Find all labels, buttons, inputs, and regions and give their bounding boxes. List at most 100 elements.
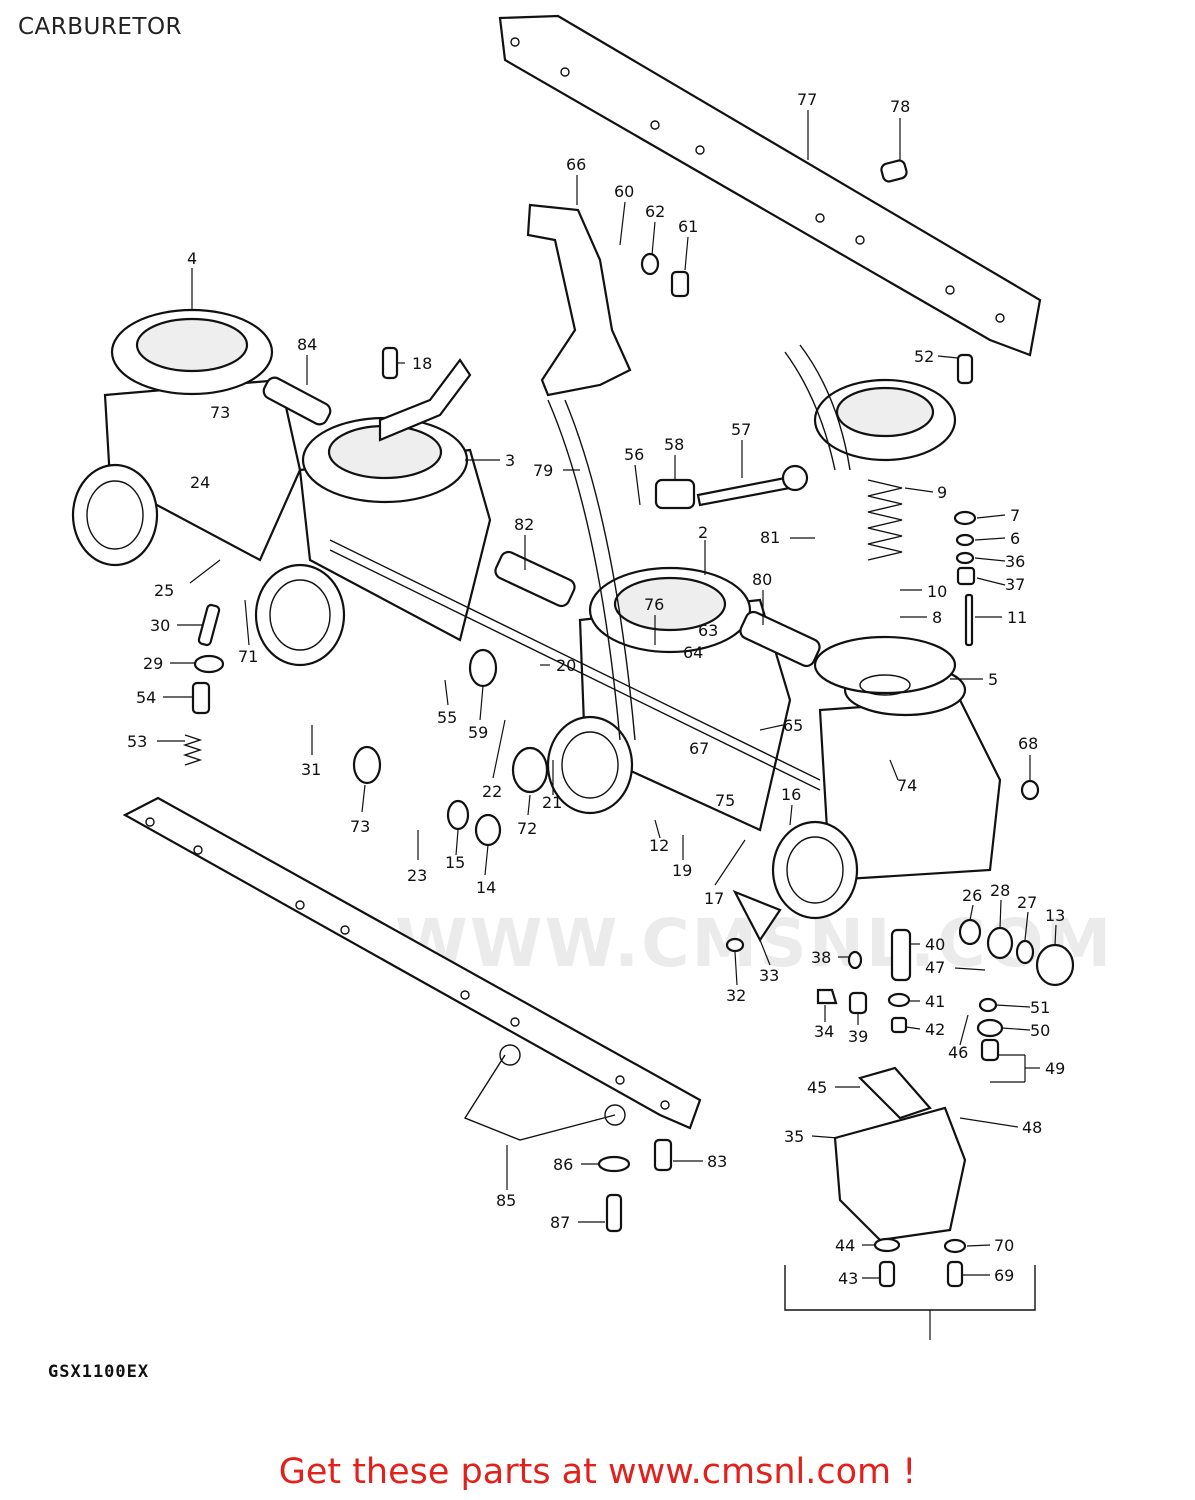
callout-label: 31: [301, 760, 321, 779]
callout-label: 16: [781, 785, 801, 804]
washer-41: [887, 992, 911, 1008]
washer-15: [446, 799, 470, 831]
callout-label: 43: [838, 1269, 858, 1288]
callout-label: 70: [994, 1236, 1014, 1255]
callout-label: 15: [445, 853, 465, 872]
top-plate: [498, 14, 1042, 357]
bracket-18: [378, 358, 472, 442]
callout-labels: 77 78 66 60 62 61 4 84 18 73 3 52 9 7 6 …: [127, 90, 1065, 1288]
washer-86: [597, 1155, 631, 1173]
carburetor-body-left: [71, 308, 302, 567]
carburetor-body-second: [254, 416, 492, 667]
o-ring-51: [978, 997, 998, 1013]
screw-87: [605, 1193, 623, 1233]
footer-link[interactable]: Get these parts at www.cmsnl.com !: [278, 1452, 917, 1492]
callout-label: 87: [550, 1213, 570, 1232]
carburetor-body-third: [546, 566, 792, 832]
callout-label: 30: [150, 616, 170, 635]
callout-label: 29: [143, 654, 163, 673]
page-title: CARBURETOR: [18, 14, 183, 40]
hose-84: [262, 376, 332, 426]
wire-85: [463, 1054, 616, 1141]
clip-6: [955, 533, 975, 547]
callout-label: 55: [437, 708, 457, 727]
screw-78: [880, 159, 908, 183]
callout-label: 61: [678, 217, 698, 236]
screw-52: [956, 353, 974, 385]
o-ring-50: [976, 1018, 1004, 1038]
callout-label: 10: [927, 582, 947, 601]
diaphragm: [813, 635, 957, 695]
o-ring-73: [352, 745, 382, 785]
callout-label: 26: [962, 886, 982, 905]
carburetor-body-right: [771, 378, 1002, 920]
washer-70: [943, 1238, 967, 1254]
jet-39: [848, 991, 868, 1015]
callout-label: 60: [614, 182, 634, 201]
fuel-joint-80: [739, 610, 821, 668]
callout-label: 73: [350, 817, 370, 836]
callout-label: 85: [496, 1191, 516, 1210]
callout-label: 50: [1030, 1021, 1050, 1040]
callout-label: 66: [566, 155, 586, 174]
jet-40: [890, 928, 912, 982]
callout-label: 13: [1045, 906, 1065, 925]
holder-37: [956, 566, 976, 586]
callout-label: 82: [514, 515, 534, 534]
washer-29: [193, 654, 225, 674]
callout-label: 58: [664, 435, 684, 454]
washer-59: [468, 648, 498, 688]
callout-label: 24: [190, 473, 210, 492]
callout-label: 4: [187, 249, 197, 268]
callout-label: 6: [1010, 529, 1020, 548]
o-ring-44: [873, 1237, 901, 1253]
nut-14: [474, 813, 502, 847]
screw-18: [381, 346, 399, 380]
callout-label: 37: [1005, 575, 1025, 594]
callout-label: 44: [835, 1236, 855, 1255]
screw-69: [946, 1260, 964, 1288]
washer-26: [958, 918, 982, 946]
callout-label: 56: [624, 445, 644, 464]
bottom-plate: [122, 796, 702, 1130]
callout-label: 21: [542, 793, 562, 812]
callout-label: 51: [1030, 998, 1050, 1017]
callout-label: 71: [238, 647, 258, 666]
callout-label: 72: [517, 819, 537, 838]
callout-label: 8: [932, 608, 942, 627]
tube-81: [784, 351, 836, 471]
callout-label: 22: [482, 782, 502, 801]
callout-label: 65: [783, 716, 803, 735]
o-ring-28: [986, 926, 1014, 960]
callout-label: 23: [407, 866, 427, 885]
callout-label: 84: [297, 335, 317, 354]
screw-43: [878, 1260, 896, 1288]
callout-label: 42: [925, 1020, 945, 1039]
part-58: [654, 478, 696, 510]
callout-label: 39: [848, 1027, 868, 1046]
model-code: GSX1100EX: [48, 1362, 150, 1382]
callout-label: 86: [553, 1155, 573, 1174]
callout-label: 68: [1018, 734, 1038, 753]
callout-label: 64: [683, 643, 703, 662]
needle-11: [964, 593, 974, 647]
callout-label: 28: [990, 881, 1010, 900]
callout-label: 53: [127, 732, 147, 751]
callout-label: 19: [672, 861, 692, 880]
callout-label: 35: [784, 1127, 804, 1146]
nut-62: [640, 252, 660, 276]
jet-38: [847, 950, 863, 970]
callout-label: 63: [698, 621, 718, 640]
callout-label: 14: [476, 878, 496, 897]
callout-label: 25: [154, 581, 174, 600]
callout-label: 17: [704, 889, 724, 908]
callout-label: 57: [731, 420, 751, 439]
callout-label: 78: [890, 97, 910, 116]
callout-label: 5: [988, 670, 998, 689]
pin-54: [191, 681, 211, 715]
callout-label: 47: [925, 958, 945, 977]
callout-label: 34: [814, 1022, 834, 1041]
callout-label: 54: [136, 688, 156, 707]
fuel-joint-82: [494, 550, 576, 608]
callout-label: 20: [556, 656, 576, 675]
